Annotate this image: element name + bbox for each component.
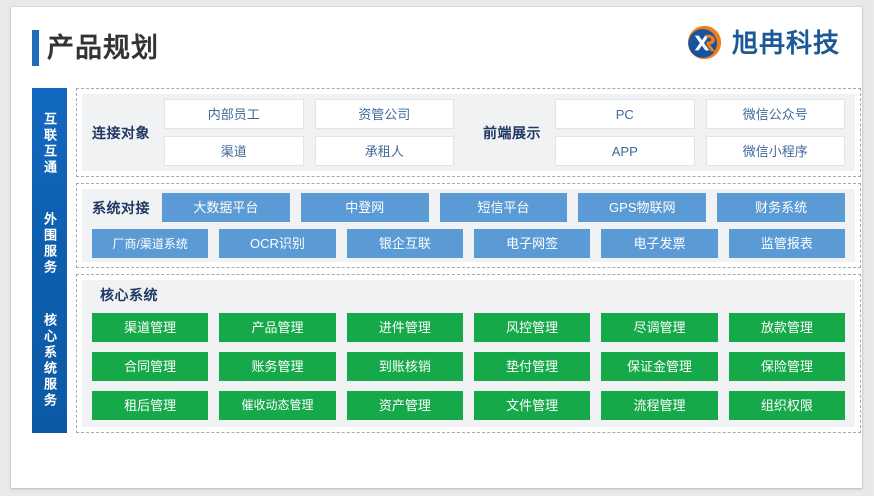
tile-accounting-management[interactable]: 账务管理	[219, 351, 336, 381]
rail-label-peripheral: 外围服务	[42, 212, 57, 277]
group-connect-objects: 连接对象 内部员工 资管公司 渠道 承租人	[82, 94, 464, 171]
tile-bank-enterprise-link[interactable]: 银企互联	[346, 229, 463, 258]
tile-e-contract-signing[interactable]: 电子网签	[474, 229, 591, 258]
tile-channel[interactable]: 渠道	[164, 136, 304, 166]
tile-wechat-miniprogram[interactable]: 微信小程序	[705, 136, 845, 166]
category-rail: 互联互通 外围服务 核心系统服务	[32, 88, 67, 433]
core-section-body: 核心系统 渠道管理 产品管理 进件管理 风控管理 尽调管理 放款管理 合同管理 …	[82, 280, 855, 427]
tile-vendor-channel-system[interactable]: 厂商/渠道系统	[92, 229, 209, 258]
tile-product-management[interactable]: 产品管理	[219, 312, 336, 342]
tile-sms-platform[interactable]: 短信平台	[439, 193, 568, 222]
tile-application-management[interactable]: 进件管理	[346, 312, 463, 342]
tile-app[interactable]: APP	[555, 136, 695, 166]
brand-name: 旭冉科技	[731, 27, 840, 58]
brand-logo: 旭冉科技	[686, 24, 840, 61]
group-frontend-display: 前端展示 PC 微信公众号 APP 微信小程序	[473, 94, 855, 171]
tile-risk-control-management[interactable]: 风控管理	[474, 312, 591, 342]
rail-label-interconnect: 互联互通	[42, 112, 57, 177]
tile-deposit-management[interactable]: 保证金管理	[601, 351, 718, 381]
tile-wechat-official-account[interactable]: 微信公众号	[705, 99, 845, 129]
title-accent-bar	[32, 30, 39, 66]
tile-contract-management[interactable]: 合同管理	[92, 351, 209, 381]
section-system-integration: 系统对接 大数据平台 中登网 短信平台 GPS物联网 财务系统 厂商/渠道系统 …	[76, 183, 861, 268]
tile-e-invoice[interactable]: 电子发票	[601, 229, 718, 258]
tile-org-permission[interactable]: 组织权限	[728, 390, 845, 420]
tile-finance-system[interactable]: 财务系统	[717, 193, 845, 222]
tile-document-management[interactable]: 文件管理	[474, 390, 591, 420]
tile-lessee[interactable]: 承租人	[314, 136, 454, 166]
tile-zhongdengwang[interactable]: 中登网	[300, 193, 429, 222]
tile-advance-payment-management[interactable]: 垫付管理	[474, 351, 591, 381]
tile-gps-iot[interactable]: GPS物联网	[578, 193, 707, 222]
tile-regulatory-report[interactable]: 监管报表	[728, 229, 845, 258]
group-label-core-system: 核心系统	[100, 286, 158, 303]
tile-pc[interactable]: PC	[555, 99, 695, 129]
core-system-grid: 渠道管理 产品管理 进件管理 风控管理 尽调管理 放款管理 合同管理 账务管理 …	[92, 312, 845, 420]
system-row-1: 系统对接 大数据平台 中登网 短信平台 GPS物联网 财务系统	[92, 193, 845, 222]
section-connect-objects: 连接对象 内部员工 资管公司 渠道 承租人 前端展示 PC 微信公众号 APP …	[76, 88, 861, 177]
group-label-system-integration: 系统对接	[92, 199, 150, 216]
slide-card: 产品规划 旭冉科技 互联互通 外围服务 核心系统服务	[11, 7, 862, 488]
rail-label-core: 核心系统服务	[42, 312, 57, 409]
tile-post-lease-management[interactable]: 租后管理	[92, 390, 209, 420]
system-grid-row-1: 大数据平台 中登网 短信平台 GPS物联网 财务系统	[162, 193, 845, 222]
group-label-connect-objects: 连接对象	[92, 124, 150, 141]
page-title: 产品规划	[47, 33, 159, 63]
connect-objects-grid: 内部员工 资管公司 渠道 承租人	[164, 99, 454, 166]
tile-channel-management[interactable]: 渠道管理	[92, 312, 209, 342]
tile-insurance-management[interactable]: 保险管理	[728, 351, 845, 381]
tile-collection-activity-management[interactable]: 催收动态管理	[219, 390, 336, 420]
tile-bigdata-platform[interactable]: 大数据平台	[162, 193, 290, 222]
slide-header: 产品规划 旭冉科技	[11, 7, 862, 85]
tile-asset-management[interactable]: 资产管理	[346, 390, 463, 420]
tile-loan-disbursement-management[interactable]: 放款管理	[728, 312, 845, 342]
tile-internal-staff[interactable]: 内部员工	[164, 99, 304, 129]
system-section-body: 系统对接 大数据平台 中登网 短信平台 GPS物联网 财务系统 厂商/渠道系统 …	[82, 189, 855, 262]
tile-ocr-recognition[interactable]: OCR识别	[219, 229, 336, 258]
tile-workflow-management[interactable]: 流程管理	[601, 390, 718, 420]
section-core-system: 核心系统 渠道管理 产品管理 进件管理 风控管理 尽调管理 放款管理 合同管理 …	[76, 274, 861, 433]
group-label-frontend-display: 前端展示	[483, 124, 541, 141]
xr-logo-icon	[686, 24, 723, 61]
connect-section-body: 连接对象 内部员工 资管公司 渠道 承租人 前端展示 PC 微信公众号 APP …	[82, 94, 855, 171]
frontend-display-grid: PC 微信公众号 APP 微信小程序	[555, 99, 845, 166]
system-grid-row-2: 厂商/渠道系统 OCR识别 银企互联 电子网签 电子发票 监管报表	[92, 229, 845, 258]
tile-due-diligence-management[interactable]: 尽调管理	[601, 312, 718, 342]
tile-payment-reconciliation[interactable]: 到账核销	[346, 351, 463, 381]
tile-asset-company[interactable]: 资管公司	[314, 99, 454, 129]
